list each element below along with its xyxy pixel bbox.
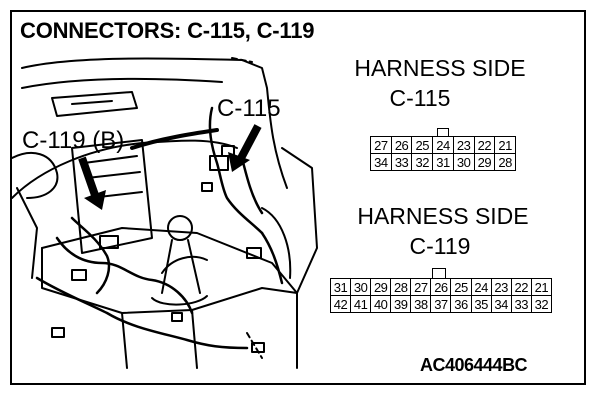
pin-cell: 33 xyxy=(390,153,413,171)
pin-cell: 39 xyxy=(390,295,412,313)
pin-cell: 31 xyxy=(432,153,454,171)
pin-cell: 26 xyxy=(430,278,452,296)
pin-cell: 34 xyxy=(370,153,392,171)
pin-cell: 30 xyxy=(350,278,372,296)
pin-cell: 27 xyxy=(410,278,432,296)
pin-cell: 28 xyxy=(494,153,516,171)
pin-cell: 21 xyxy=(530,278,553,296)
pin-cell: 30 xyxy=(452,153,475,171)
pin-cell: 35 xyxy=(470,295,492,313)
c115-arrow xyxy=(236,124,262,162)
pin-cell: 26 xyxy=(390,136,413,154)
pin-cell: 25 xyxy=(450,278,472,296)
c119-side-label: HARNESS SIDE xyxy=(357,203,529,229)
c119-name-label: C-119 xyxy=(409,233,471,259)
dashboard-outline xyxy=(21,57,288,189)
pin-cell: 27 xyxy=(370,136,392,154)
diagram-title: CONNECTORS: C-115, C-119 xyxy=(20,18,315,43)
pin-cell: 22 xyxy=(510,278,532,296)
pin-cell: 32 xyxy=(530,295,553,313)
pin-cell: 28 xyxy=(390,278,412,296)
c115-callout-label: C-115 xyxy=(217,95,281,122)
c119-bottom-row: 42 41 40 39 38 37 36 35 34 33 32 xyxy=(329,295,553,313)
pin-cell: 29 xyxy=(473,153,496,171)
pin-cell: 42 xyxy=(329,295,352,313)
pin-cell: 37 xyxy=(430,295,452,313)
center-console xyxy=(41,227,298,369)
pin-cell: 23 xyxy=(452,136,475,154)
pin-cell: 34 xyxy=(490,295,512,313)
pin-cell: 21 xyxy=(494,136,516,154)
pin-cell: 29 xyxy=(370,278,392,296)
vehicle-console-drawing: C-115 C-119 (B) xyxy=(12,57,318,369)
connector-c119-pinout: 31 30 29 28 27 26 25 24 23 22 21 42 41 4… xyxy=(329,278,553,313)
pin-cell: 36 xyxy=(450,295,472,313)
pin-cell: 24 xyxy=(432,136,454,154)
pin-cell: 25 xyxy=(411,136,434,154)
pin-cell: 23 xyxy=(490,278,512,296)
center-stack xyxy=(71,139,153,254)
shift-knob xyxy=(167,215,193,241)
figure-code: AC406444BC xyxy=(420,355,528,375)
c115-top-row: 27 26 25 24 23 22 21 xyxy=(370,136,516,154)
c115-name-label: C-115 xyxy=(389,85,451,111)
c119-callout-label: C-119 (B) xyxy=(22,127,124,154)
pin-cell: 40 xyxy=(370,295,392,313)
c115-key-tab xyxy=(437,128,449,137)
pin-cell: 41 xyxy=(350,295,372,313)
connector-c115-pinout: 27 26 25 24 23 22 21 34 33 32 31 30 29 2… xyxy=(370,136,516,171)
pin-cell: 22 xyxy=(473,136,496,154)
pin-cell: 32 xyxy=(411,153,434,171)
connector-c119-shape xyxy=(99,235,119,249)
pin-cell: 31 xyxy=(329,278,352,296)
wiring-harness xyxy=(55,236,194,315)
c115-bottom-row: 34 33 32 31 30 29 28 xyxy=(370,153,516,171)
pin-cell: 24 xyxy=(470,278,492,296)
steering-column xyxy=(12,152,59,199)
c119-top-row: 31 30 29 28 27 26 25 24 23 22 21 xyxy=(329,278,553,296)
c119-arrow xyxy=(78,156,100,200)
c115-side-label: HARNESS SIDE xyxy=(354,55,526,81)
c119-key-tab xyxy=(432,268,446,279)
pin-cell: 33 xyxy=(510,295,532,313)
pin-cell: 38 xyxy=(410,295,432,313)
connector-c115-shape xyxy=(209,155,229,171)
